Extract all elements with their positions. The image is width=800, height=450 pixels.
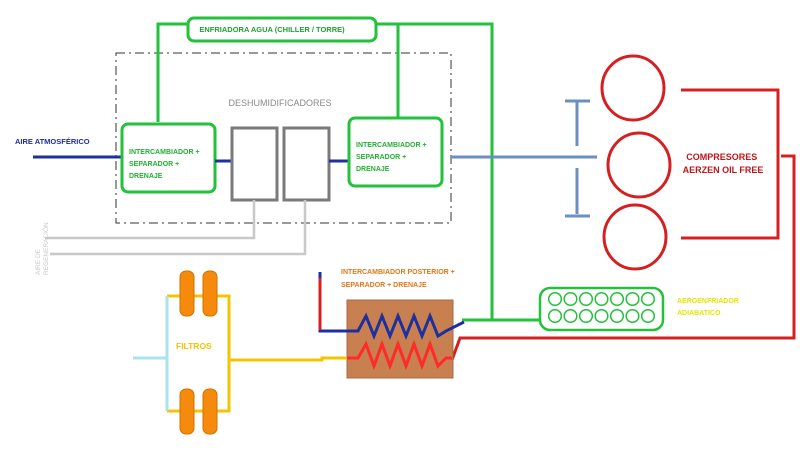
compressors — [600, 54, 672, 271]
dehumidifier-label: DESHUMIDIFICADORES — [228, 98, 331, 108]
filters-label: FILTROS — [176, 341, 212, 351]
fan-icon — [547, 308, 563, 324]
regeneration-air-label: AIRE DE REGENERACIÓN — [35, 222, 50, 275]
aftercooler-outlet-line — [229, 356, 347, 362]
heat-exchanger-left-label: INTERCAMBIADOR + SEPARADOR + DRENAJE — [129, 149, 202, 180]
compressors-label: COMPRESORES AERZEN OIL FREE — [683, 152, 764, 175]
filter-1 — [179, 270, 195, 317]
aftercooler-blue-coil — [318, 272, 465, 341]
fan-icon — [578, 308, 594, 324]
filter-2 — [202, 270, 218, 317]
compressor-2 — [606, 131, 672, 199]
compressor-inlet-manifold — [565, 99, 590, 218]
water-circuit — [156, 22, 540, 322]
compressor-discharge — [681, 88, 780, 240]
compressor-1 — [600, 54, 666, 122]
filter-inlet — [133, 296, 169, 411]
aftercooler-red-coil — [345, 339, 452, 371]
dehumidifier-tower-1 — [230, 126, 279, 202]
regeneration-air-lines — [45, 200, 307, 256]
heat-exchanger-right-label: INTERCAMBIADOR + SEPARADOR + DRENAJE — [356, 142, 429, 173]
heat-exchanger-right — [347, 116, 444, 188]
hot-air-line — [450, 154, 796, 361]
aftercooler-body — [346, 299, 454, 379]
fan-icon — [625, 308, 640, 324]
heat-exchanger-left — [120, 122, 217, 194]
fan-icon — [578, 291, 594, 307]
adiabatic-cooler-fans — [547, 291, 656, 324]
fan-icon — [563, 308, 578, 324]
dehumidifier-enclosure — [115, 52, 452, 224]
fan-icon — [594, 308, 609, 324]
filters-bottom — [179, 388, 218, 435]
chiller-label: ENFRIADORA AGUA (CHILLER / TORRE) — [199, 25, 345, 34]
chiller-box — [186, 16, 378, 43]
filters-top — [179, 270, 218, 317]
filter-4 — [202, 388, 218, 435]
fan-icon — [640, 308, 656, 324]
aftercooler-label: INTERCAMBIADOR POSTERIOR + SEPARADOR + D… — [341, 269, 457, 289]
compressor-3 — [602, 203, 668, 271]
fan-icon — [609, 308, 625, 324]
dehumidifier-tower-2 — [282, 126, 331, 202]
fan-icon — [547, 291, 563, 307]
filter-3 — [179, 388, 195, 435]
fan-icon — [563, 291, 578, 307]
fan-icon — [609, 291, 625, 307]
fan-icon — [640, 291, 656, 307]
fan-icon — [625, 291, 640, 307]
adiabatic-cooler-label: AEROENFRIADOR ADIABATICO — [677, 298, 741, 317]
filter-piping — [167, 294, 231, 413]
air-intake-label: AIRE ATMOSFÉRICO — [15, 137, 90, 146]
fan-icon — [594, 291, 609, 307]
